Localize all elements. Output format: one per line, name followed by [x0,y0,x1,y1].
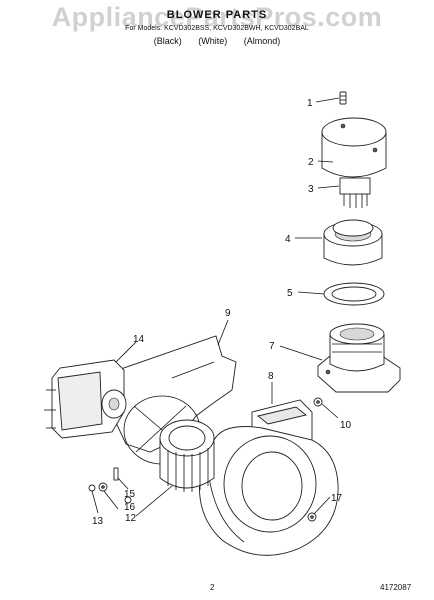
part-blower-housing [199,399,339,556]
callout-2: 2 [308,157,314,168]
callout-7: 7 [269,341,275,352]
part-screw-13 [88,484,96,492]
model-list: For Models: KCVD302BSS, KCVD302BWH, KCVD… [125,25,309,32]
part-nut-10 [313,397,323,407]
callout-17: 17 [331,493,343,504]
callout-15: 15 [124,489,136,500]
page-number: 2 [210,583,215,592]
part-blower-wheel [159,419,215,492]
part-washer-12 [124,496,132,504]
part-nut-17 [307,512,317,522]
callout-10: 10 [340,420,352,431]
callout-5: 5 [287,288,293,299]
callout-12: 12 [125,513,137,524]
part-motor-housing [317,323,401,393]
callout-4: 4 [285,234,291,245]
figure-number: 4172087 [380,583,412,592]
callout-16: 16 [124,502,136,513]
callout-8: 8 [268,371,274,382]
variant-label: (Almond) [243,36,281,46]
part-screw [339,91,347,105]
part-motor [339,177,371,208]
part-damper-motor [44,359,127,439]
color-variants: (Black) (White) (Almond) [0,36,434,46]
callout-1: 1 [307,98,313,109]
part-motor-mount [323,219,383,266]
part-gasket [323,282,385,306]
callout-13: 13 [92,516,104,527]
part-clip-15 [113,467,119,481]
part-motor-cover [321,117,387,178]
callout-3: 3 [308,184,314,195]
leader-lines [91,97,340,517]
variant-label: (White) [198,36,228,46]
part-nut-16 [98,482,108,492]
callout-14: 14 [133,334,145,345]
callout-9: 9 [225,308,231,319]
diagram-title: BLOWER PARTS [166,9,268,21]
variant-label: (Black) [153,36,182,46]
